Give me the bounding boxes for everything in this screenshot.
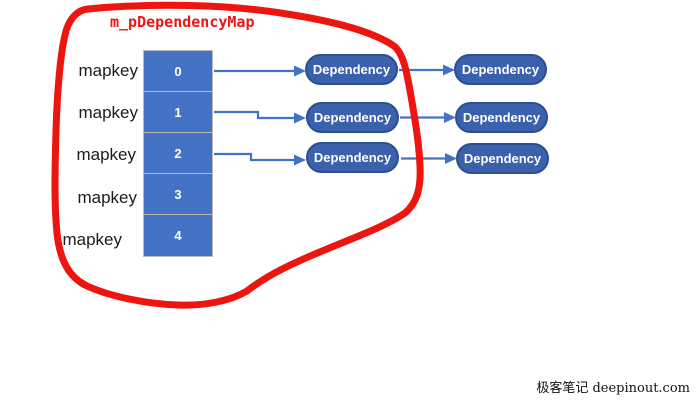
arrowhead-icon bbox=[294, 112, 306, 124]
arrow-cell2-to-dep bbox=[214, 152, 295, 162]
dependency-node-level1-row2: Dependency bbox=[306, 142, 399, 173]
dependency-node-level2-row0: Dependency bbox=[454, 54, 547, 85]
arrowhead-icon bbox=[294, 154, 306, 166]
array-cell-1: 1 bbox=[143, 91, 213, 134]
dependency-node-level1-row0: Dependency bbox=[305, 54, 398, 85]
array-cell-3: 3 bbox=[143, 173, 213, 216]
dependency-node-level2-row1: Dependency bbox=[455, 102, 548, 133]
dependency-map-array: 0 1 2 3 4 bbox=[143, 50, 213, 257]
diagram-title: m_pDependencyMap bbox=[110, 13, 255, 31]
arrow-cell1-to-dep bbox=[214, 110, 295, 120]
array-cell-2: 2 bbox=[143, 132, 213, 175]
mapkey-label-0: mapkey bbox=[78, 61, 138, 80]
site-watermark: 极客笔记 deepinout.com bbox=[536, 381, 690, 396]
mapkey-label-3: mapkey bbox=[77, 188, 137, 207]
array-cell-0: 0 bbox=[143, 50, 213, 93]
array-cell-4: 4 bbox=[143, 214, 213, 257]
mapkey-label-4: mapkey bbox=[62, 230, 122, 249]
mapkey-label-1: mapkey bbox=[78, 103, 138, 122]
dependency-node-level2-row2: Dependency bbox=[456, 143, 549, 174]
dependency-node-level1-row1: Dependency bbox=[306, 102, 399, 133]
mapkey-label-2: mapkey bbox=[76, 145, 136, 164]
